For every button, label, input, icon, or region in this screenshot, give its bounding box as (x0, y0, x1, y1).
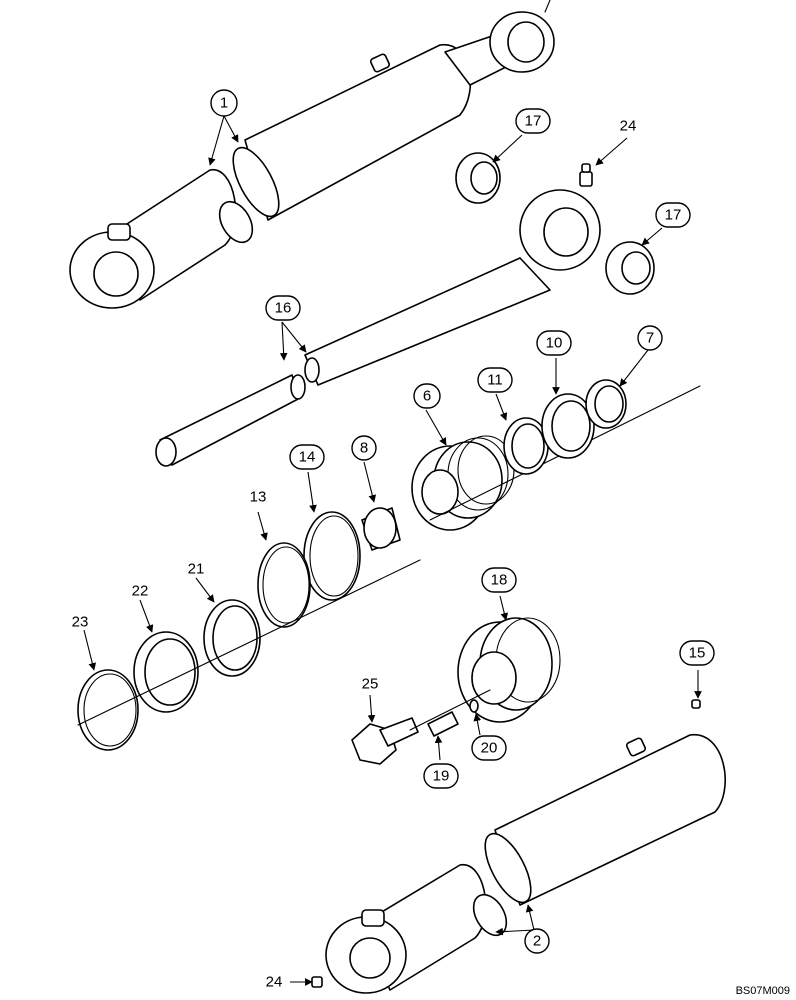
callout-10: 10 (536, 330, 572, 356)
label-22: 22 (132, 583, 149, 600)
svg-text:17: 17 (665, 207, 682, 224)
grease-fitting-upper (579, 163, 593, 187)
callout-6: 6 (413, 383, 441, 409)
ring-part-13 (257, 542, 311, 628)
svg-text:18: 18 (491, 572, 508, 589)
figure-code: BS07M009 (736, 985, 790, 997)
ring-part-7 (585, 379, 627, 429)
svg-text:6: 6 (423, 388, 431, 405)
callout-7: 7 (637, 325, 663, 351)
callout-2: 2 (524, 928, 550, 954)
svg-text:20: 20 (481, 740, 498, 757)
bolt-part-25 (351, 717, 419, 765)
bushing-upper (455, 152, 501, 204)
assembly-centerline (77, 559, 421, 726)
callout-20: 20 (471, 735, 507, 761)
label-13: 13 (250, 489, 267, 506)
svg-text:10: 10 (546, 335, 563, 352)
grease-fitting-lower (311, 976, 323, 988)
ring-part-22 (133, 631, 199, 713)
callout-14: 14 (289, 444, 325, 470)
gland-part-18 (457, 617, 561, 723)
label-23: 23 (72, 614, 89, 631)
bushing-lower (605, 241, 655, 295)
svg-text:1: 1 (220, 95, 228, 112)
callout-8: 8 (351, 435, 377, 461)
svg-text:15: 15 (689, 645, 706, 662)
svg-text:17: 17 (525, 113, 542, 130)
callout-17-upper: 17 (515, 108, 551, 134)
label-21: 21 (188, 561, 205, 578)
callout-1: 1 (210, 89, 238, 117)
oring-part-20 (469, 699, 479, 713)
svg-text:16: 16 (275, 300, 292, 317)
label-24-lower: 24 (266, 974, 283, 991)
svg-text:11: 11 (487, 372, 503, 389)
callout-18: 18 (481, 567, 517, 593)
leader-lines (83, 115, 702, 986)
seal-part-10 (541, 393, 595, 459)
cylinder-tube-upper (69, 0, 555, 309)
cylinder-tube-lower (325, 699, 726, 994)
ring-part-21 (203, 599, 261, 677)
callout-16: 16 (265, 295, 301, 321)
piston (411, 385, 701, 531)
callout-11: 11 (477, 367, 513, 393)
label-25: 25 (362, 676, 379, 693)
svg-text:2: 2 (533, 933, 541, 950)
svg-text:14: 14 (299, 449, 316, 466)
svg-text:8: 8 (360, 440, 368, 457)
piston-rod (155, 189, 601, 467)
ring-part-14 (303, 511, 361, 601)
seal-part-11 (503, 417, 549, 475)
bolt-centerline (409, 689, 491, 731)
spacer-part-8 (361, 507, 401, 551)
svg-text:7: 7 (646, 330, 654, 347)
pin-part-19 (427, 711, 459, 737)
callout-15: 15 (679, 640, 715, 666)
callout-17-lower: 17 (655, 202, 691, 228)
svg-text:19: 19 (433, 768, 450, 785)
label-24-upper: 24 (620, 118, 637, 135)
callout-19: 19 (423, 763, 459, 789)
